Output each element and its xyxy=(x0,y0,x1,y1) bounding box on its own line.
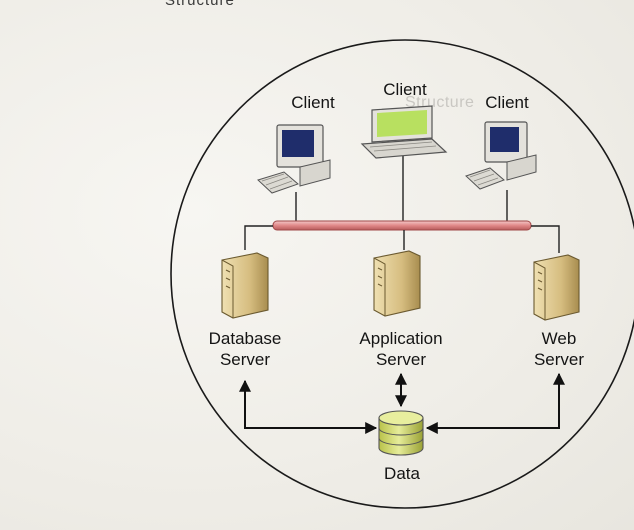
laptop-icon xyxy=(360,105,448,159)
client-label: Client xyxy=(485,93,529,112)
server-tower-icon xyxy=(221,252,269,319)
server-label-line1: Application xyxy=(359,329,443,348)
database-server-label: Database Server xyxy=(209,328,282,370)
server-tower-icon xyxy=(533,254,580,321)
server-label-line2: Server xyxy=(533,350,585,369)
server-label-line1: Web xyxy=(541,329,577,348)
server-connection-lines xyxy=(244,225,560,253)
client-label: Client xyxy=(383,80,427,99)
web-server-data-arrow xyxy=(425,372,565,434)
client-label: Client xyxy=(291,93,335,112)
desktop-computer-icon xyxy=(465,121,537,190)
application-server-label: Application Server xyxy=(359,328,442,370)
server-label-line2: Server xyxy=(375,350,427,369)
data-flow-arrows xyxy=(239,372,565,434)
database-cylinder-icon xyxy=(378,410,424,456)
data-store-label: Data xyxy=(384,464,420,483)
server-tower-icon xyxy=(373,250,421,317)
web-server-label: Web Server xyxy=(534,328,584,370)
network-bus xyxy=(272,220,532,231)
database-server-data-arrow xyxy=(239,379,378,434)
server-label-line2: Server xyxy=(219,350,271,369)
client-connection-lines xyxy=(295,156,508,222)
desktop-computer-icon xyxy=(257,124,331,194)
system-boundary-circle xyxy=(170,39,634,509)
server-label-line1: Database xyxy=(208,329,282,348)
header-fragment: Structure xyxy=(165,0,235,9)
